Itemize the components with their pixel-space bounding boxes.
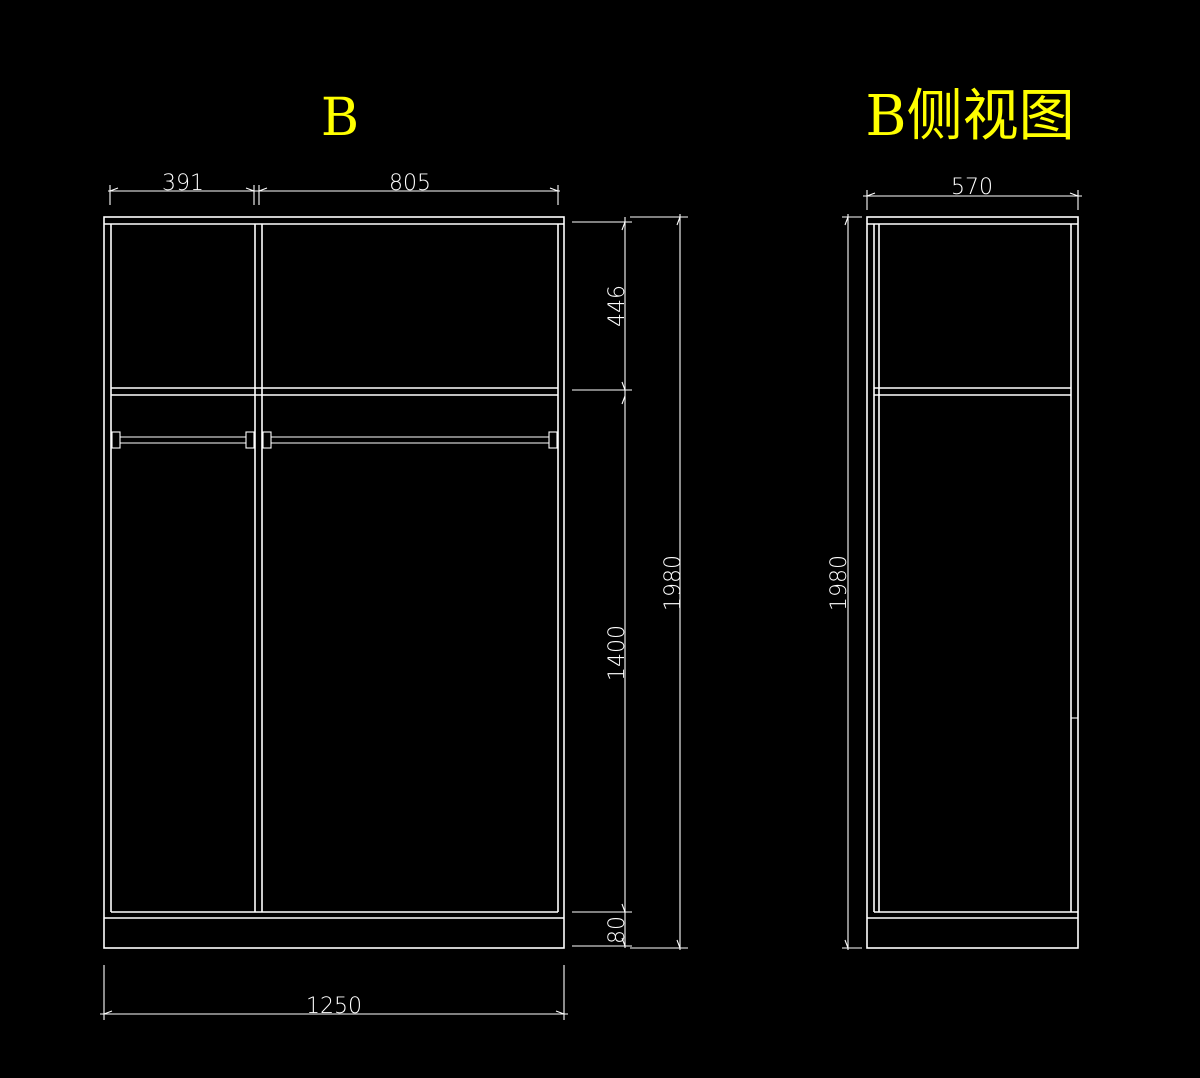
dim-top-widths	[108, 185, 560, 205]
dim-side-depth-label: 570	[951, 175, 993, 200]
dim-bottom-width	[100, 965, 568, 1020]
dim-front-total-height-label: 1980	[661, 555, 686, 611]
dim-side-depth	[863, 190, 1082, 210]
front-view-title: B	[321, 88, 359, 148]
front-cabinet	[103, 216, 565, 949]
dim-top-height: 446	[605, 285, 630, 327]
hanging-rod-right	[262, 431, 558, 449]
dim-middle-height: 1400	[605, 625, 630, 681]
dim-front-total-height	[630, 214, 688, 950]
side-cabinet	[866, 216, 1079, 949]
side-view-title: B侧视图	[865, 84, 1074, 149]
hanging-rod-left	[111, 431, 255, 449]
dim-right-width: 805	[389, 171, 431, 196]
dim-side-total-height	[842, 214, 862, 950]
dim-right-segments	[572, 217, 632, 948]
dim-total-width: 1250	[306, 994, 362, 1019]
front-outer-frame	[103, 216, 565, 949]
dim-side-total-height-label: 1980	[827, 555, 852, 611]
side-outer-frame	[866, 216, 1079, 949]
dim-left-width: 391	[162, 171, 204, 196]
dim-base-height: 80	[605, 916, 630, 944]
